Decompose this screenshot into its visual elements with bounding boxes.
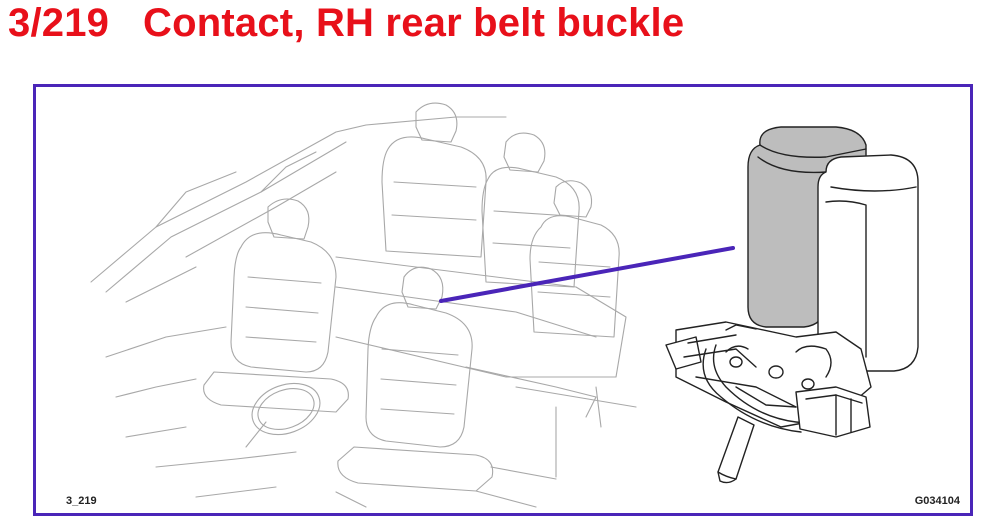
figure-frame: 3_219 G034104 [33,84,973,516]
drawing-code-label: G034104 [914,495,960,507]
page-title: 3/219 Contact, RH rear belt buckle [8,1,685,45]
leader-line [439,246,735,303]
illustration [90,102,919,508]
belt-buckle-detail [665,126,919,484]
figure-reference-label: 3_219 [66,495,97,507]
car-interior-drawing [90,102,637,508]
